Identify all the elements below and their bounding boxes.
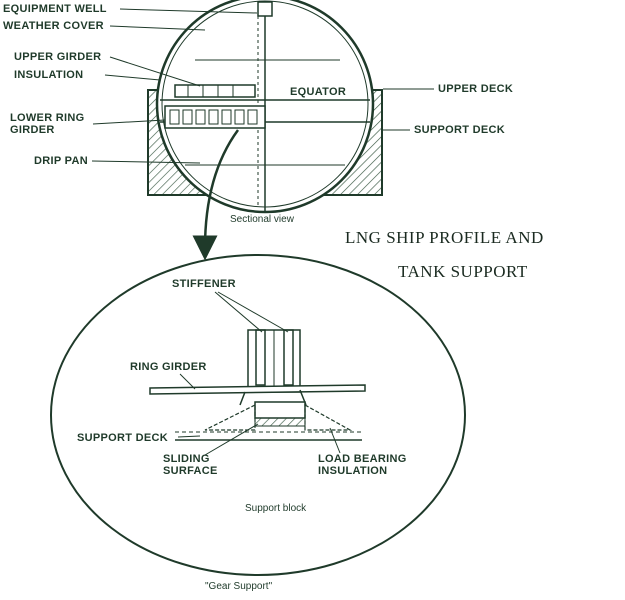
detail-view-caption: "Gear Support" bbox=[205, 581, 273, 592]
label-lower-ring-girder-1: LOWER RING bbox=[10, 112, 85, 124]
upper-girder bbox=[174, 84, 256, 98]
label-support-deck-detail: SUPPORT DECK bbox=[77, 432, 168, 444]
label-stiffener: STIFFENER bbox=[172, 278, 236, 290]
detail-view: STIFFENER RING GIRDER SUPPORT DECK SLIDI… bbox=[50, 254, 466, 592]
insulation-wedge-left bbox=[204, 404, 256, 431]
label-upper-girder: UPPER GIRDER bbox=[14, 51, 101, 63]
leader-support-deck-detail bbox=[177, 435, 201, 438]
leader-weather-cover bbox=[109, 25, 206, 31]
leader-equipment-well bbox=[119, 8, 258, 14]
equipment-well bbox=[257, 1, 273, 17]
label-drip-pan: DRIP PAN bbox=[34, 155, 88, 167]
leader-lower-ring-girder bbox=[92, 119, 166, 125]
leader-sliding-surface bbox=[204, 423, 259, 456]
stiffener-right-plate bbox=[283, 329, 294, 386]
ring-girder-flange bbox=[149, 384, 366, 395]
label-sliding-2: SURFACE bbox=[163, 465, 218, 477]
label-support-block: Support block bbox=[245, 503, 307, 514]
ring-cell bbox=[247, 109, 258, 125]
label-load-bearing-1: LOAD BEARING bbox=[318, 453, 407, 465]
bearing-block bbox=[254, 401, 306, 419]
label-lower-ring-girder-2: GIRDER bbox=[10, 124, 55, 136]
sliding-pad bbox=[254, 417, 306, 427]
leader-ring-girder bbox=[179, 373, 196, 390]
lower-ring-girder bbox=[164, 105, 266, 129]
label-upper-deck: UPPER DECK bbox=[438, 83, 513, 95]
label-support-deck: SUPPORT DECK bbox=[414, 124, 505, 136]
ring-cell bbox=[208, 109, 219, 125]
diagram-title-line1: LNG SHIP PROFILE AND bbox=[345, 228, 544, 247]
label-load-bearing-2: INSULATION bbox=[318, 465, 387, 477]
leader-upper-girder bbox=[109, 56, 201, 87]
detail-circle bbox=[50, 254, 466, 576]
ring-cell bbox=[234, 109, 245, 125]
leader-stiffener-1 bbox=[214, 291, 263, 333]
ring-cell bbox=[182, 109, 193, 125]
ring-cell bbox=[221, 109, 232, 125]
sectional-view: EQUIPMENT WELL WEATHER COVER UPPER GIRDE… bbox=[3, 0, 513, 225]
leader-insulation bbox=[104, 74, 161, 81]
leader-stiffener-2 bbox=[217, 291, 289, 333]
insulation-wedge-right bbox=[304, 403, 353, 431]
label-equipment-well: EQUIPMENT WELL bbox=[3, 3, 107, 15]
sectional-view-caption: Sectional view bbox=[230, 214, 295, 225]
leader-load-bearing bbox=[329, 427, 341, 454]
label-sliding-1: SLIDING bbox=[163, 453, 210, 465]
ring-cell bbox=[169, 109, 180, 125]
label-insulation: INSULATION bbox=[14, 69, 83, 81]
label-ring-girder: RING GIRDER bbox=[130, 361, 207, 373]
label-weather-cover: WEATHER COVER bbox=[3, 20, 104, 32]
leader-drip-pan bbox=[91, 160, 201, 164]
ring-girder-web-left bbox=[239, 391, 246, 406]
stiffener-left-plate bbox=[255, 329, 266, 386]
label-equator: EQUATOR bbox=[290, 86, 346, 98]
detail-arrow bbox=[192, 129, 240, 261]
ring-cell bbox=[195, 109, 206, 125]
diagram-title-line2: TANK SUPPORT bbox=[398, 262, 528, 281]
